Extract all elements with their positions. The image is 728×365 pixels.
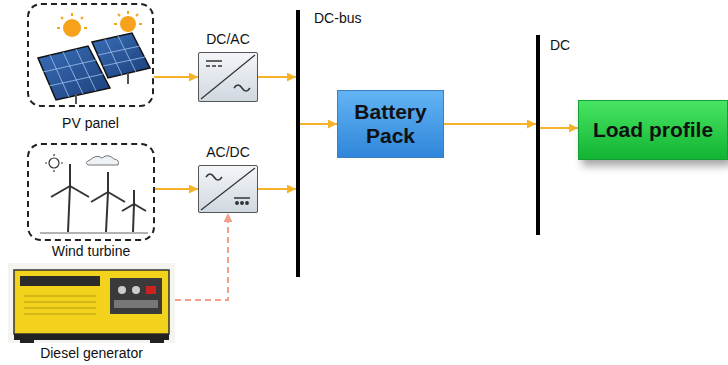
pv-panel-group: PV panel: [27, 3, 154, 107]
flow-arrow: [444, 123, 536, 125]
node-label: DC: [550, 37, 590, 53]
ac-dc-symbol: [198, 165, 258, 213]
node-label: DC/AC: [189, 31, 267, 47]
dashed-arrow: [175, 213, 228, 300]
bus-bar: DC: [536, 35, 540, 235]
node-label: AC/DC: [189, 144, 267, 160]
dc-ac-symbol: [198, 52, 258, 102]
flow-arrow: [540, 127, 578, 129]
flow-arrow: [154, 76, 198, 78]
flow-arrow: [258, 188, 296, 190]
load-box: Load profile: [578, 100, 728, 160]
converter-box: DC/AC: [198, 52, 258, 102]
node-label: Wind turbine: [29, 243, 153, 259]
flow-arrow: [155, 188, 198, 190]
wind-turbine-group: Wind turbine: [27, 143, 155, 241]
pv-illustration: [38, 11, 150, 104]
node-label: PV panel: [29, 115, 152, 131]
flow-arrow: [300, 123, 337, 125]
node-text: Load profile: [593, 118, 713, 142]
node-text: Battery Pack: [344, 100, 437, 148]
battery-box: Battery Pack: [337, 90, 444, 158]
flow-arrow: [258, 76, 296, 78]
generator-group: Diesel generator: [8, 263, 175, 343]
node-label: DC-bus: [314, 10, 384, 26]
converter-box: AC/DC: [198, 165, 258, 213]
node-label: Diesel generator: [3, 345, 180, 361]
bus-bar: DC-bus: [296, 10, 300, 277]
wind-illustration: [40, 154, 148, 233]
diesel-generator-illustration: [8, 263, 175, 343]
